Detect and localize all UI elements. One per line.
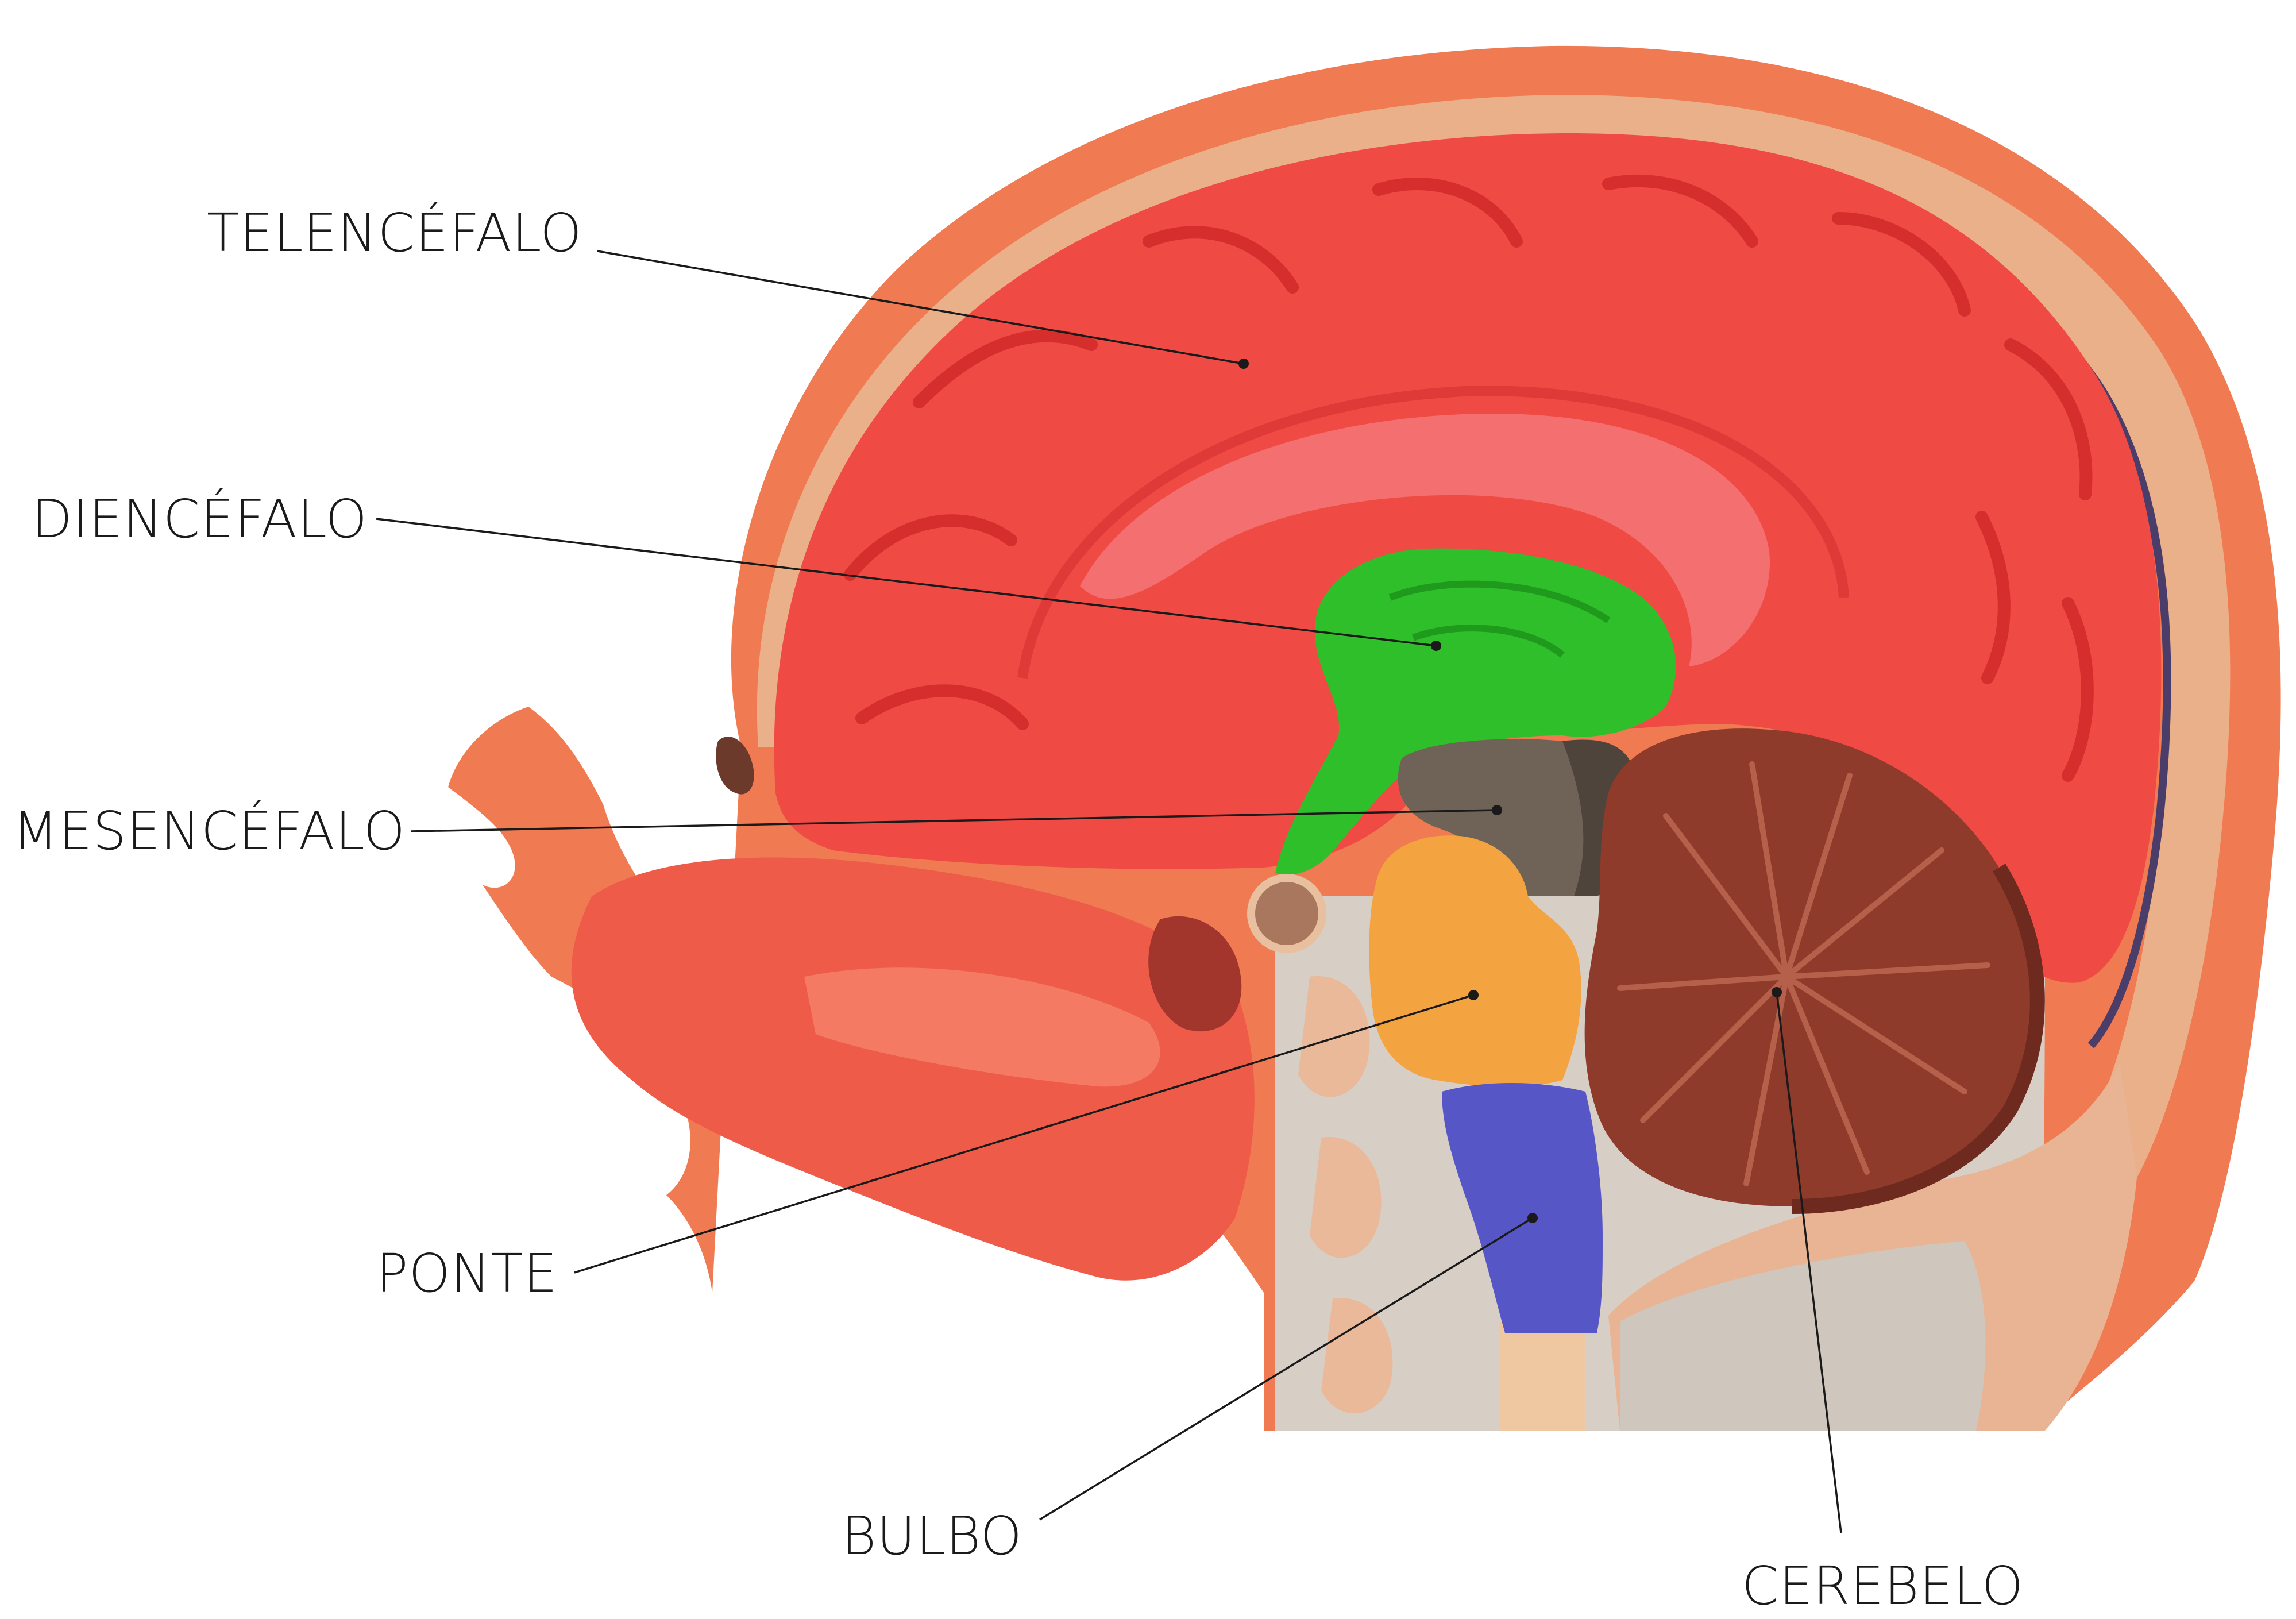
palate-fold — [804, 967, 1160, 1087]
bulbo-dot — [1527, 1213, 1538, 1223]
mesencefalo-region — [1398, 739, 1593, 896]
bulbo-region — [1442, 1083, 1603, 1333]
neck-muscle — [1620, 1241, 1986, 1431]
diencefalo-region — [1275, 548, 1676, 875]
mesencefalo-dot — [1492, 805, 1502, 815]
brain-regions — [716, 133, 2162, 1333]
nasal-region — [571, 857, 1255, 1281]
cerebelo-leader — [1776, 992, 1842, 1533]
cerebelo-folia — [1617, 761, 1990, 1186]
vertebrae — [1298, 976, 1393, 1414]
telencefalo-label: TELENCÉFALO — [207, 202, 582, 264]
spinal-cord — [1499, 1321, 1585, 1431]
gyri-folds — [844, 174, 2094, 782]
pituitary — [1247, 874, 1326, 953]
labels-layer: TELENCÉFALO DIENCÉFALO MESENCÉFALO PONTE… — [13, 202, 2024, 1617]
ponte-region — [1369, 835, 1581, 1087]
sphenoid-sinus — [1148, 916, 1242, 1032]
diencefalo-dot — [1431, 641, 1441, 651]
ponte-leader — [574, 994, 1474, 1274]
diencefalo-label: DIENCÉFALO — [32, 488, 368, 550]
bulbo-label: BULBO — [842, 1505, 1022, 1567]
diencefalo-folds — [1388, 580, 1611, 658]
telencefalo-dot — [1238, 359, 1249, 369]
telencefalo-leader — [597, 250, 1244, 365]
mesencefalo-label: MESENCÉFALO — [13, 800, 406, 862]
cerebelo-region — [1584, 728, 2038, 1206]
cingulate-arc — [1017, 385, 1849, 679]
cerebelo-dot — [1772, 987, 1782, 997]
cerebelo-label: CEREBELO — [1742, 1555, 2024, 1617]
bulbo-leader — [1039, 1217, 1533, 1521]
mesencefalo-leader — [410, 809, 1498, 832]
cerebelo-shade — [1792, 864, 2045, 1214]
corpus-callosum — [1080, 414, 1770, 666]
ponte-dot — [1468, 990, 1479, 1000]
diencefalo-leader — [376, 518, 1437, 647]
ponte-label: PONTE — [376, 1243, 558, 1304]
frontal-sinus — [716, 737, 754, 795]
